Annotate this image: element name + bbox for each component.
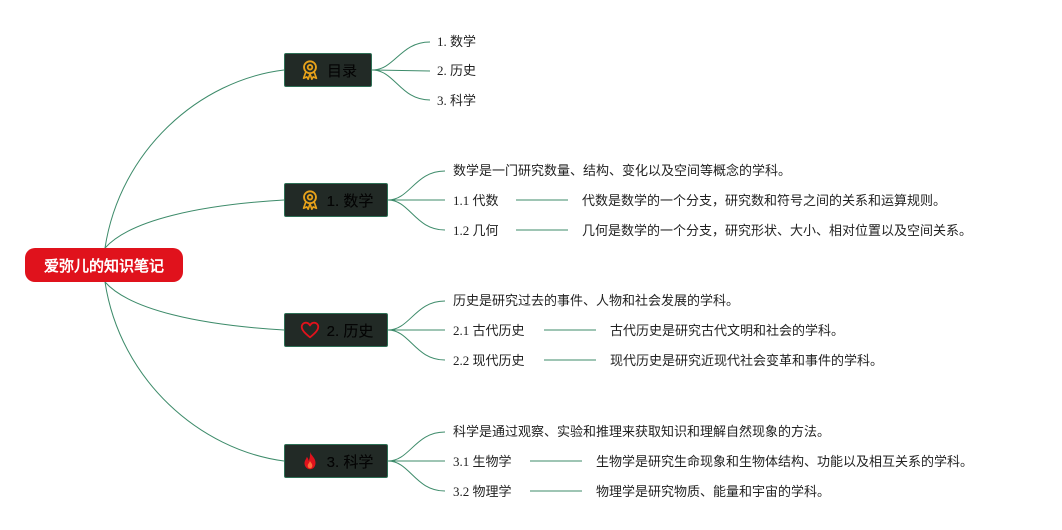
topic-toc[interactable]: 目录: [284, 53, 372, 87]
connector-toc-2: [371, 69, 431, 101]
topic-science-label: 3. 科学: [326, 453, 374, 471]
science-physics-detail: 物理学是研究物质、能量和宇宙的学科。: [596, 484, 831, 499]
award-ribbon-icon: [302, 190, 317, 210]
toc-item-math[interactable]: 1. 数学: [437, 34, 477, 49]
math-subtopic-geometry[interactable]: 1.2 几何: [453, 223, 499, 238]
toc-item-history[interactable]: 2. 历史: [437, 63, 477, 78]
award-ribbon-icon: [302, 60, 318, 80]
connector-toc-0: [371, 41, 431, 71]
topic-toc-label: 目录: [326, 62, 357, 80]
connector-root-topic-2: [104, 281, 285, 331]
flame-icon: [304, 451, 316, 470]
connector-science-sub-1: [387, 460, 446, 492]
history-subtopic-modern[interactable]: 2.2 现代历史: [453, 353, 525, 368]
heart-icon: [300, 321, 319, 339]
connector-history-desc: [387, 300, 446, 331]
topic-history-label: 2. 历史: [326, 322, 374, 340]
connector-math-desc: [387, 170, 446, 201]
root-node[interactable]: 爱弥儿的知识笔记: [25, 248, 183, 282]
topic-math[interactable]: 1. 数学: [284, 183, 388, 217]
root-label: 爱弥儿的知识笔记: [43, 257, 164, 275]
math-description: 数学是一门研究数量、结构、变化以及空间等概念的学科。: [453, 163, 792, 178]
connector-root-topic-3: [104, 281, 285, 462]
connector-math-sub-1: [387, 199, 446, 231]
topic-math-label: 1. 数学: [326, 192, 374, 210]
math-geometry-detail: 几何是数学的一个分支，研究形状、大小、相对位置以及空间关系。: [582, 223, 973, 238]
connector-root-topic-0: [104, 69, 285, 249]
science-subtopic-physics[interactable]: 3.2 物理学: [453, 484, 512, 499]
toc-item-science[interactable]: 3. 科学: [437, 93, 477, 108]
history-ancient-detail: 古代历史是研究古代文明和社会的学科。: [610, 323, 845, 338]
science-description: 科学是通过观察、实验和推理来获取知识和理解自然现象的方法。: [453, 424, 831, 439]
connector-toc-1: [371, 69, 431, 72]
connector-root-topic-1: [104, 199, 285, 249]
science-subtopic-biology[interactable]: 3.1 生物学: [453, 454, 512, 469]
history-description: 历史是研究过去的事件、人物和社会发展的学科。: [453, 293, 740, 308]
connector-science-desc: [387, 431, 446, 462]
science-biology-detail: 生物学是研究生命现象和生物体结构、功能以及相互关系的学科。: [596, 454, 974, 469]
history-modern-detail: 现代历史是研究近现代社会变革和事件的学科。: [610, 353, 884, 368]
math-algebra-detail: 代数是数学的一个分支，研究数和符号之间的关系和运算规则。: [582, 193, 947, 208]
history-subtopic-ancient[interactable]: 2.1 古代历史: [453, 323, 525, 338]
math-subtopic-algebra[interactable]: 1.1 代数: [453, 193, 499, 208]
topic-science[interactable]: 3. 科学: [284, 444, 388, 478]
topic-history[interactable]: 2. 历史: [284, 313, 388, 347]
connector-history-sub-1: [387, 329, 446, 361]
